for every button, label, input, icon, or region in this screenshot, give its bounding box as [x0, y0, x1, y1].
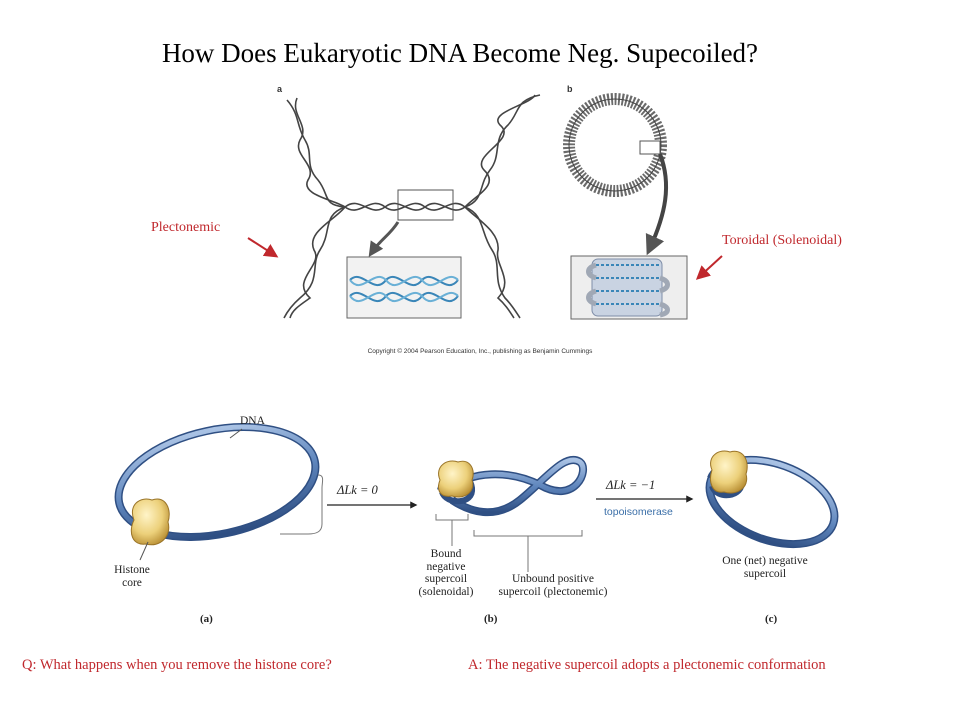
unbound-supercoil-label: Unbound positive supercoil (plectonemic): [478, 573, 628, 598]
plectonemic-diagram: [283, 94, 541, 319]
solenoid-inset-b: [570, 255, 688, 320]
zoom-box-a: [397, 189, 454, 221]
net-supercoil-label: One (net) negative supercoil: [700, 555, 830, 580]
bound-line-4: (solenoidal): [418, 585, 474, 598]
plectonemic-pointer-arrow: [247, 237, 279, 258]
question-text: Q: What happens when you remove the hist…: [22, 657, 332, 673]
histone-core-bound-icon: [438, 460, 474, 498]
panel-letter-b: b: [567, 84, 573, 94]
caption-b: (b): [484, 613, 498, 625]
zoom-arrow-b: [645, 153, 669, 256]
net-line-2: supercoil: [743, 567, 787, 580]
relaxed-dna-loop: [114, 423, 320, 541]
answer-text: A: The negative supercoil adopts a plect…: [468, 657, 826, 673]
caption-a: (a): [200, 613, 213, 625]
delta-lk-minus-one: ΔLk = −1: [606, 478, 656, 492]
histone-core-icon: [130, 498, 170, 546]
toroidal-pointer-arrow: [695, 255, 723, 280]
slide-title: How Does Eukaryotic DNA Become Neg. Supe…: [161, 38, 759, 68]
copyright-notice: Copyright © 2004 Pearson Education, Inc.…: [367, 348, 593, 355]
bound-line-2: negative: [426, 560, 466, 573]
unbound-line-2: supercoil (plectonemic): [498, 585, 608, 598]
caption-c: (c): [765, 613, 778, 625]
topoisomerase-label: topoisomerase: [604, 506, 673, 518]
zoom-box-b: [639, 140, 661, 155]
panel-a-bracket: [280, 474, 324, 535]
bound-supercoil-label: Bound negative supercoil (solenoidal): [396, 548, 496, 598]
dna-leader-line: [229, 428, 243, 439]
toroidal-label: Toroidal (Solenoidal): [722, 233, 842, 248]
toroidal-ring: [563, 93, 667, 197]
bound-line-1: Bound: [430, 548, 462, 560]
unbound-line-1: Unbound positive: [511, 573, 595, 585]
zoom-arrow-a: [368, 221, 400, 257]
plectonemic-label: Plectonemic: [151, 220, 221, 235]
bound-bracket: [435, 514, 469, 521]
histone-core-label-line2: core: [122, 576, 142, 589]
bound-line-3: supercoil: [424, 573, 468, 585]
histone-core-net-icon: [710, 450, 748, 494]
helix-inset-a: [346, 256, 462, 319]
histone-core-label: Histone core: [104, 564, 160, 589]
unbound-bracket: [473, 530, 583, 537]
histone-leader-line: [139, 541, 149, 561]
net-line-1: One (net) negative: [722, 555, 808, 567]
delta-lk-zero: ΔLk = 0: [337, 483, 378, 497]
panel-letter-a: a: [277, 84, 283, 94]
histone-core-label-line1: Histone: [114, 564, 150, 576]
dna-label: DNA: [240, 415, 265, 427]
